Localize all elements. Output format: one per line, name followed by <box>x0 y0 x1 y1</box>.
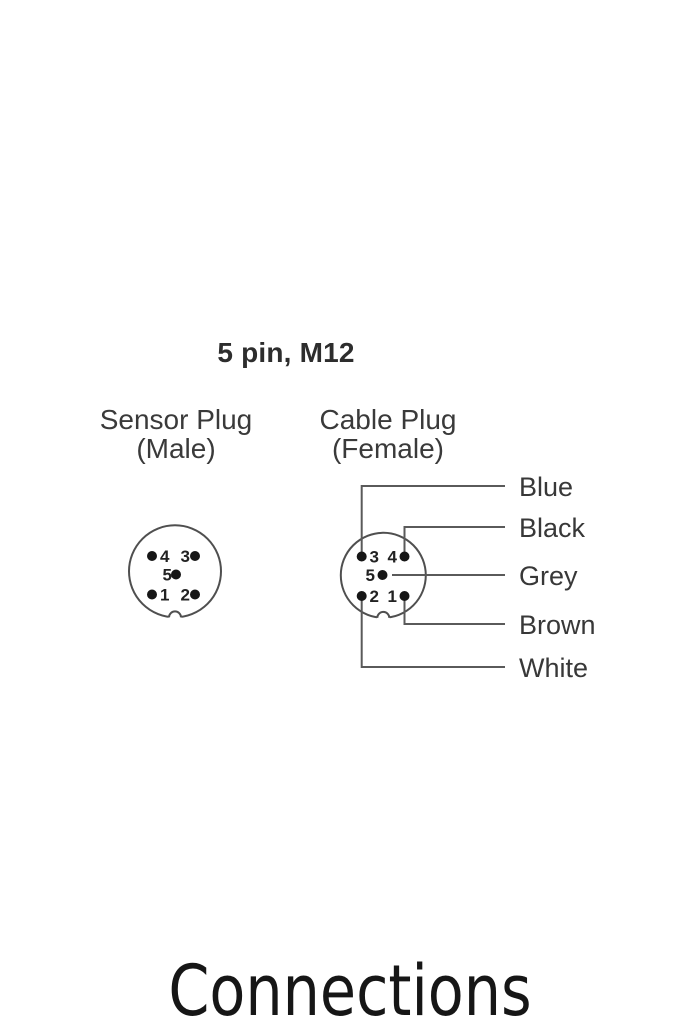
wire-line-blue <box>360 485 505 557</box>
cable-plug-title-line2: (Female) <box>331 433 444 464</box>
cable-plug-title: Cable Plug (Female) <box>278 405 498 463</box>
wire-line-black <box>403 526 505 557</box>
sensor-plug-connector: 4 3 5 1 2 <box>128 524 222 624</box>
pin-number-label: 4 <box>388 548 398 567</box>
pin-number-label: 5 <box>366 566 375 585</box>
pin-number-label: 3 <box>370 548 379 567</box>
sensor-plug-title: Sensor Plug (Male) <box>66 405 286 463</box>
pin-dot <box>399 591 410 601</box>
wire-color-label-blue: Blue <box>519 472 574 502</box>
wire-color-label-black: Black <box>519 513 586 543</box>
page-title: Connections <box>168 950 532 1024</box>
pin-number-label: 2 <box>370 587 379 606</box>
pin-number-label: 3 <box>181 547 190 566</box>
wire-color-label-grey: Grey <box>519 561 578 591</box>
cable-plug-keyway-notch <box>376 610 391 619</box>
pin-dot <box>147 551 157 561</box>
pin-dot <box>356 551 367 562</box>
wire-line-brown <box>403 596 505 625</box>
wire-color-label-white: White <box>519 653 589 683</box>
pin-number-label: 2 <box>181 586 190 605</box>
pin-number-label: 5 <box>163 566 172 585</box>
pin-dot <box>356 591 367 601</box>
pin-dot <box>377 570 388 580</box>
sensor-plug-title-line1: Sensor Plug <box>99 404 253 435</box>
pin-number-label: 4 <box>160 547 170 566</box>
pin-dot <box>147 589 157 600</box>
pin-dot <box>190 589 200 600</box>
pin-dot <box>399 551 410 562</box>
sensor-plug-keyway-notch <box>168 610 182 618</box>
pin-dot <box>190 551 200 561</box>
wire-color-label-brown: Brown <box>519 610 596 640</box>
diagram-heading: 5 pin, M12 <box>217 337 355 368</box>
pin-dot <box>171 569 181 580</box>
pin-number-label: 1 <box>160 586 169 605</box>
wire-line-white <box>360 596 505 668</box>
sensor-plug-title-line2: (Male) <box>136 433 216 464</box>
pin-number-label: 1 <box>388 587 397 606</box>
cable-plug-connector: 3 4 5 2 1 <box>339 485 505 668</box>
cable-plug-title-line1: Cable Plug <box>319 404 457 435</box>
